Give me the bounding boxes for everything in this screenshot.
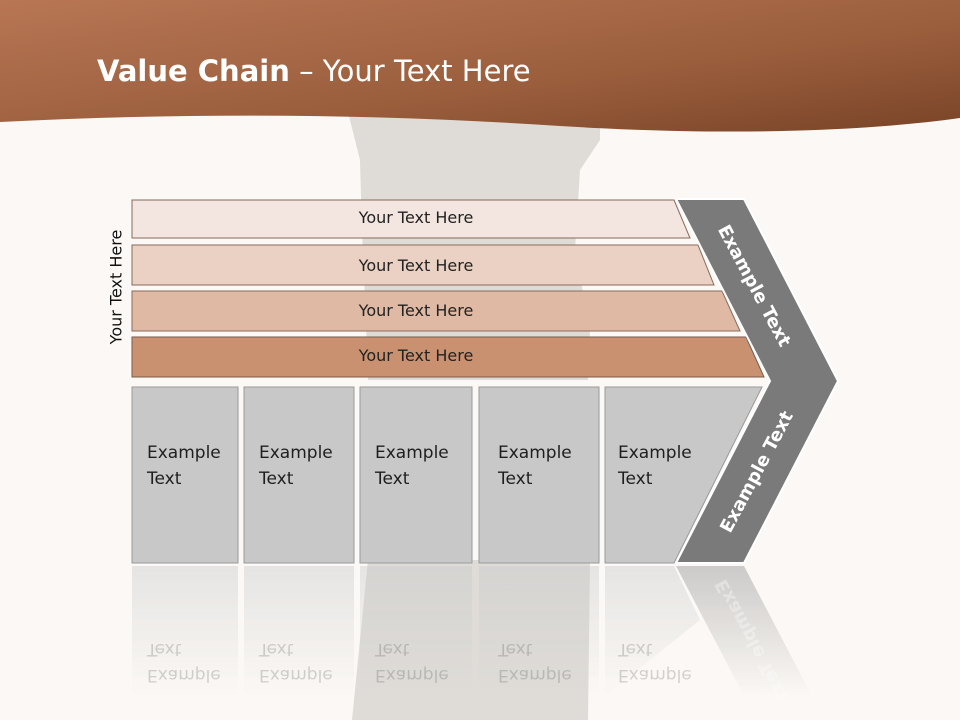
activity-cell-3 (359, 386, 473, 564)
reflection-text-4: Example Text (498, 636, 572, 688)
activity-3-line2: Text (375, 469, 410, 489)
bar-label-1: Your Text Here (358, 208, 474, 227)
reflection-5-line1: Example (618, 665, 692, 685)
reflection-text-2: Example Text (259, 636, 333, 688)
bar-1 (131, 199, 691, 239)
activity-cell-4 (478, 386, 600, 564)
activity-cell-1 (131, 386, 239, 564)
activity-text-3: Example Text (375, 440, 449, 492)
chevron-arrow (674, 198, 840, 564)
activity-4-line2: Text (498, 469, 533, 489)
reflection-5-line2: Text (618, 639, 653, 659)
activity-4-line1: Example (498, 443, 572, 463)
reflection-3-line1: Example (375, 665, 449, 685)
slide-title: Value Chain – Your Text Here (97, 54, 531, 88)
activity-cell-5 (604, 386, 763, 564)
bar-4 (131, 336, 765, 378)
bar-label-4: Your Text Here (358, 346, 474, 365)
reflection (132, 566, 812, 696)
bar-3 (131, 290, 741, 332)
side-label: Your Text Here (106, 229, 126, 345)
activity-3-line1: Example (375, 443, 449, 463)
activity-text-1: Example Text (147, 440, 221, 492)
reflection-1-line2: Text (147, 639, 182, 659)
activity-2-line2: Text (259, 469, 294, 489)
title-rest: – Your Text Here (289, 54, 531, 88)
activity-text-4: Example Text (498, 440, 572, 492)
activity-text-5: Example Text (618, 440, 692, 492)
activity-1-line1: Example (147, 443, 221, 463)
bar-label-3: Your Text Here (358, 301, 474, 320)
activity-5-line1: Example (618, 443, 692, 463)
activity-5-line2: Text (618, 469, 653, 489)
activity-2-line1: Example (259, 443, 333, 463)
title-bold: Value Chain (97, 54, 290, 88)
activity-text-2: Example Text (259, 440, 333, 492)
reflection-text-1: Example Text (147, 636, 221, 688)
reflection-2-line1: Example (259, 665, 333, 685)
activity-1-line2: Text (147, 469, 182, 489)
reflection-3-line2: Text (375, 639, 410, 659)
reflection-text-5: Example Text (618, 636, 692, 688)
header-band (0, 0, 960, 132)
reflection-2-line2: Text (259, 639, 294, 659)
reflection-1-line1: Example (147, 665, 221, 685)
bar-2 (131, 244, 715, 286)
reflection-text-3: Example Text (375, 636, 449, 688)
reflection-4-line1: Example (498, 665, 572, 685)
activity-cell-2 (243, 386, 355, 564)
bar-label-2: Your Text Here (358, 256, 474, 275)
reflection-4-line2: Text (498, 639, 533, 659)
